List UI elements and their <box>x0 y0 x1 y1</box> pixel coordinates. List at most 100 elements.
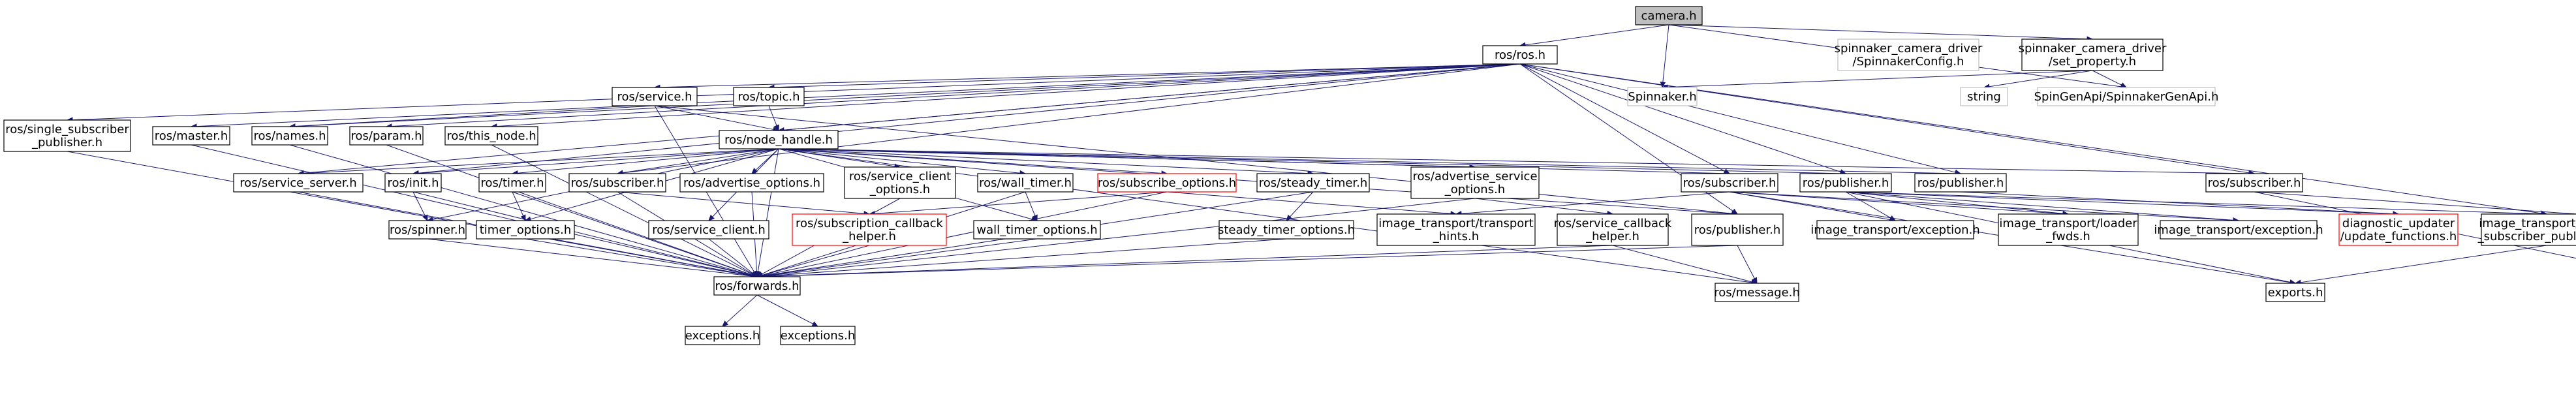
node-box <box>1691 213 1784 246</box>
edge-arrowhead <box>1286 214 1292 221</box>
node-wall_timer[interactable]: ros/wall_timer.h <box>977 173 1074 193</box>
node-label: _subscriber_publisher.h <box>2477 230 2576 243</box>
node-service[interactable]: ros/service.h <box>612 87 698 106</box>
edge-line <box>617 191 865 214</box>
node-topic[interactable]: ros/topic.h <box>733 87 805 106</box>
node-camera_h[interactable]: camera.h <box>1635 6 1703 25</box>
node-subscriber_it[interactable]: ros/subscriber.h <box>1681 173 1778 193</box>
node-spinnaker_h[interactable]: Spinnaker.h <box>1627 87 1698 106</box>
node-box <box>444 126 538 146</box>
node-exception_2[interactable]: image_transport/exception.h <box>2154 220 2323 240</box>
node-exception_1[interactable]: image_transport/exception.h <box>1810 220 1980 240</box>
node-subscribe_options[interactable]: ros/subscribe_options.h <box>1097 173 1237 193</box>
node-box <box>2205 173 2303 193</box>
node-box <box>2037 87 2216 106</box>
node-label: ros/timer.h <box>480 176 544 190</box>
node-steady_timer[interactable]: ros/steady_timer.h <box>1256 173 1370 193</box>
edge-line <box>196 63 1521 127</box>
node-box <box>3 119 131 152</box>
edge-line <box>1737 245 1755 279</box>
node-timer_options[interactable]: timer_options.h <box>476 220 575 240</box>
edge-service-to-node_handle <box>654 105 780 132</box>
node-spinner[interactable]: ros/spinner.h <box>388 220 467 240</box>
node-exceptions_2[interactable]: exceptions.h <box>780 326 856 345</box>
edge-line <box>1729 191 2234 221</box>
node-service_server[interactable]: ros/service_server.h <box>233 173 364 193</box>
edge-steady_timer-to-steady_timer_options <box>1286 191 1314 221</box>
node-spinnaker_config[interactable]: spinnaker_camera_driver/SpinnakerConfig.… <box>1835 39 1983 71</box>
edge-line <box>1845 191 2542 215</box>
edge-line <box>491 144 753 275</box>
node-service_callback_helper[interactable]: ros/service_callback_helper.h <box>1554 213 1672 246</box>
node-timer[interactable]: ros/timer.h <box>478 173 546 193</box>
edge-line <box>1845 191 2234 221</box>
node-service_client[interactable]: ros/service_client.h <box>648 220 769 240</box>
node-transport_hints[interactable]: image_transport/transport_hints.h <box>1376 213 1536 246</box>
node-box <box>388 220 467 240</box>
node-publisher_cam[interactable]: ros/publisher.h <box>1914 173 2007 193</box>
node-box <box>719 130 839 149</box>
edge-line <box>1845 191 2064 214</box>
node-box <box>685 326 760 345</box>
node-single_sub_pub_it[interactable]: image_transport/single_subscriber_publis… <box>2477 213 2576 246</box>
node-service_client_options[interactable]: ros/service_client_options.h <box>844 166 956 199</box>
node-forwards[interactable]: ros/forwards.h <box>713 276 801 296</box>
node-box <box>476 220 575 240</box>
node-label: image_transport/single <box>2479 217 2576 230</box>
node-label: exports.h <box>2268 286 2323 300</box>
node-box <box>1218 220 1354 240</box>
node-spingenapi[interactable]: SpinGenApi/SpinnakerGenApi.h <box>2034 87 2219 106</box>
node-master[interactable]: ros/master.h <box>152 126 230 146</box>
edge-timer-to-timer_options <box>512 191 526 222</box>
edge-line <box>1668 24 2088 40</box>
node-label: image_transport/exception.h <box>2154 223 2323 237</box>
node-subscriber_ros[interactable]: ros/subscriber.h <box>568 173 666 193</box>
node-diag_updater[interactable]: diagnostic_updater/update_functions.h <box>2338 213 2459 246</box>
node-subscription_callback_helper[interactable]: ros/subscription_callback_helper.h <box>792 213 947 246</box>
edge-line <box>1989 70 2093 87</box>
node-string[interactable]: string <box>1960 87 2008 106</box>
node-loader_fwds[interactable]: image_transport/loader_fwds.h <box>1998 213 2139 246</box>
edge-line <box>67 151 753 277</box>
node-label: SpinGenApi/SpinnakerGenApi.h <box>2034 90 2219 104</box>
node-param[interactable]: ros/param.h <box>349 126 424 146</box>
node-advertise_service_options[interactable]: ros/advertise_service_options.h <box>1410 166 1540 199</box>
node-names[interactable]: ros/names.h <box>251 126 328 146</box>
edge-line <box>756 294 814 324</box>
node-set_property[interactable]: spinnaker_camera_driver/set_property.h <box>2019 39 2167 71</box>
node-this_node[interactable]: ros/this_node.h <box>444 126 538 146</box>
edge-line <box>427 238 753 277</box>
edge-line <box>659 63 1521 88</box>
node-advertise_options[interactable]: ros/advertise_options.h <box>679 173 824 193</box>
edge-ros_ros_h-to-single_sub_pub_it <box>1519 63 2548 216</box>
edge-line <box>418 148 779 174</box>
node-init[interactable]: ros/init.h <box>384 173 442 193</box>
node-box <box>1914 173 2007 193</box>
node-label: /update_functions.h <box>2340 230 2457 243</box>
node-subscriber_right[interactable]: ros/subscriber.h <box>2205 173 2303 193</box>
node-box <box>713 276 801 296</box>
node-box <box>251 126 328 146</box>
node-exports[interactable]: exports.h <box>2265 283 2325 302</box>
node-publisher_ros[interactable]: ros/publisher.h <box>1691 213 1784 246</box>
node-label: ros/message.h <box>1714 286 1799 300</box>
node-label: _hints.h <box>1433 230 1479 243</box>
node-ros_ros_h[interactable]: ros/ros.h <box>1482 45 1558 65</box>
edge-subscriber_right-to-simple_filter <box>2254 191 2576 215</box>
edge-arrowhead <box>751 168 758 174</box>
node-single_sub_pub[interactable]: ros/single_subscriber_publisher.h <box>3 119 131 152</box>
node-publisher_it[interactable]: ros/publisher.h <box>1799 173 1892 193</box>
edge-line <box>1519 63 1726 172</box>
node-label: ros/subscription_callback <box>796 217 944 230</box>
node-message[interactable]: ros/message.h <box>1714 283 1800 302</box>
node-node_handle[interactable]: ros/node_handle.h <box>719 130 839 149</box>
node-box <box>1482 45 1558 65</box>
node-label: ros/node_handle.h <box>724 133 833 147</box>
edge-line <box>391 63 1521 127</box>
node-exceptions_1[interactable]: exceptions.h <box>685 326 760 345</box>
node-box <box>152 126 230 146</box>
node-wall_timer_options[interactable]: wall_timer_options.h <box>973 220 1101 240</box>
node-steady_timer_options[interactable]: steady_timer_options.h <box>1218 220 1355 240</box>
edge-line <box>762 245 1738 277</box>
